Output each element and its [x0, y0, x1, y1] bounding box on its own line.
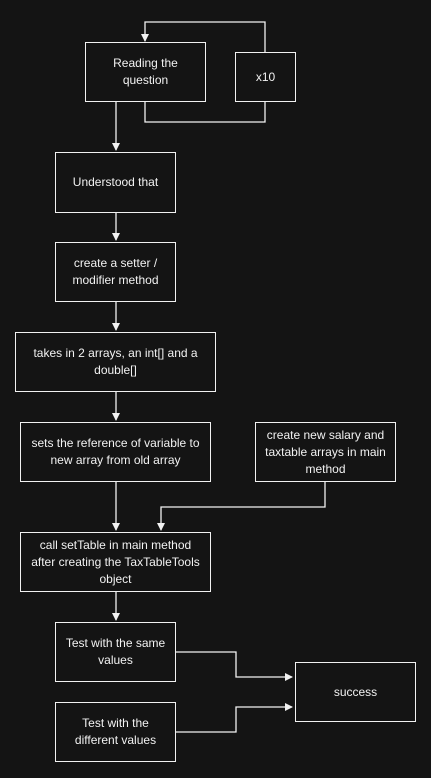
node-test-different-label: Test with the different values [74, 716, 157, 747]
node-understood: Understood that [55, 152, 176, 213]
node-create-setter: create a setter / modifier method [55, 242, 176, 302]
node-call-settable: call setTable in main method after creat… [20, 532, 211, 592]
loop-top-connector [141, 21, 266, 77]
node-success-label: success [333, 684, 378, 699]
node-takes-arrays-label: takes in 2 arrays, an int[] and a double… [33, 346, 198, 377]
node-call-settable-label: call setTable in main method after creat… [31, 537, 200, 586]
node-create-new-arrays: create new salary and taxtable arrays in… [255, 422, 396, 482]
testdiff-to-success-arrow [176, 703, 293, 733]
node-create-new-arrays-label: create new salary and taxtable arrays in… [265, 427, 386, 476]
node-reading-question-label: Reading the question [113, 56, 178, 87]
node-test-same-label: Test with the same values [65, 636, 166, 667]
node-x10: x10 [235, 52, 296, 102]
node-takes-arrays: takes in 2 arrays, an int[] and a double… [15, 332, 216, 392]
node-create-setter-label: create a setter / modifier method [72, 256, 159, 287]
node-understood-label: Understood that [72, 175, 159, 189]
createnew-to-call-arrow [157, 482, 326, 531]
node-test-same: Test with the same values [55, 622, 176, 682]
node-sets-reference: sets the reference of variable to new ar… [20, 422, 211, 482]
node-sets-reference-label: sets the reference of variable to new ar… [31, 436, 200, 467]
node-success: success [295, 662, 416, 722]
node-reading-question: Reading the question [85, 42, 206, 102]
node-test-different: Test with the different values [55, 702, 176, 762]
node-x10-label: x10 [255, 69, 276, 84]
testsame-to-success-arrow [176, 651, 293, 681]
loop-bottom-connector [144, 102, 266, 123]
